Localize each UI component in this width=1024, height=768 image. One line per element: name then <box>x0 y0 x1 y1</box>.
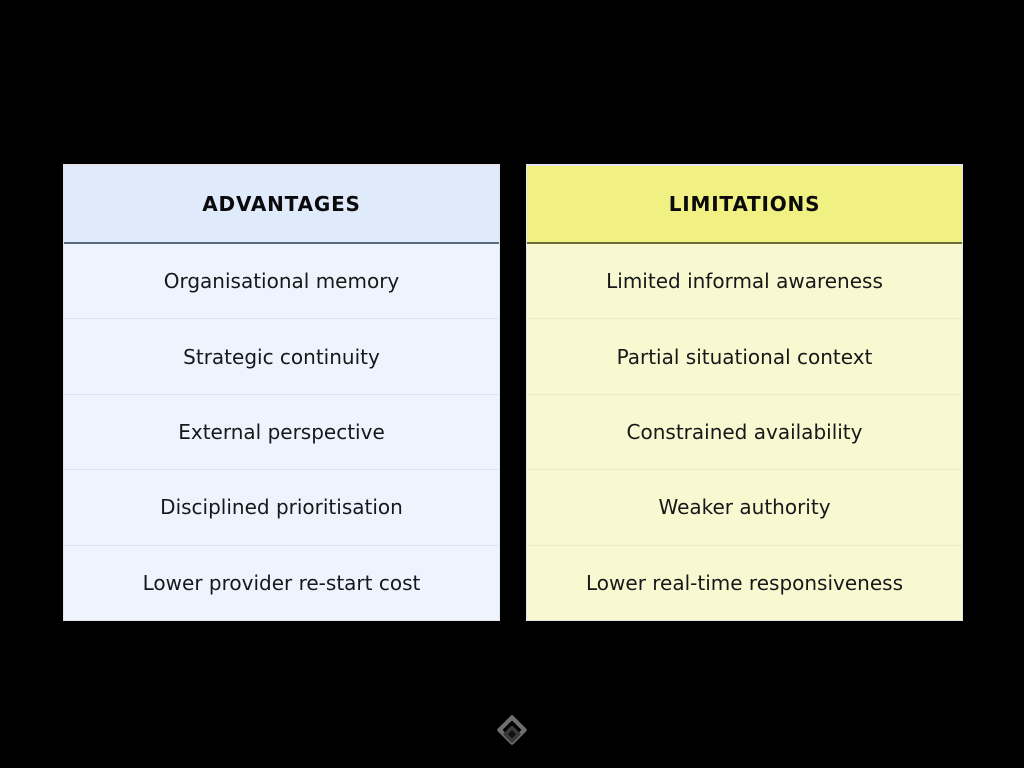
table-row: Disciplined prioritisation <box>64 469 499 544</box>
limitations-rows: Limited informal awareness Partial situa… <box>527 244 962 620</box>
logo-container <box>0 708 1024 752</box>
table-row: Organisational memory <box>163 269 400 294</box>
limitations-table: LIMITATIONS Limited informal awareness P… <box>526 164 963 621</box>
advantages-rows: Organisational memory Strategic continui… <box>64 244 499 620</box>
diamond-chevron-logo <box>497 715 527 745</box>
limitations-header: LIMITATIONS <box>527 166 962 244</box>
table-row: Strategic continuity <box>64 318 499 393</box>
table-row: Lower provider re-start cost <box>64 544 499 620</box>
table-row: Constrained availability <box>527 393 962 469</box>
table-row: Partial situational context <box>527 318 962 393</box>
table-row: Limited informal awareness <box>606 269 883 294</box>
comparison-tables: ADVANTAGES Organisational memory Strateg… <box>63 164 963 621</box>
table-row: Weaker authority <box>527 469 962 544</box>
advantages-header: ADVANTAGES <box>64 166 499 244</box>
table-row: External perspective <box>64 393 499 469</box>
table-row: Lower real-time responsiveness <box>527 544 962 620</box>
advantages-table: ADVANTAGES Organisational memory Strateg… <box>63 164 500 621</box>
